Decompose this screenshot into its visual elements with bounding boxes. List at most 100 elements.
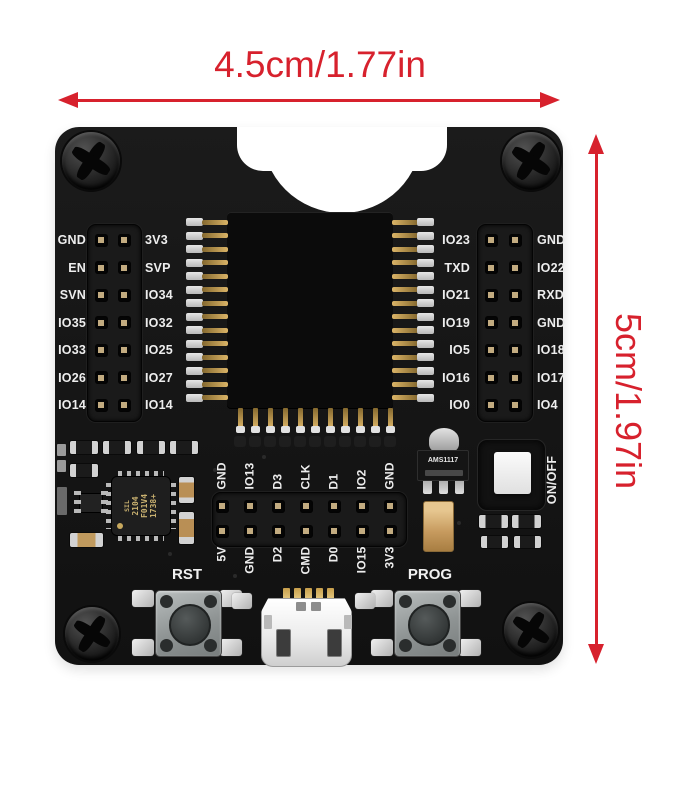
pogo-pin bbox=[267, 408, 273, 428]
pin-label: GND bbox=[57, 233, 86, 247]
board bbox=[55, 127, 563, 665]
header-hole bbox=[94, 398, 108, 412]
pin-base bbox=[339, 436, 351, 447]
pogo-pin-pad bbox=[186, 366, 203, 375]
qfn-pads-top bbox=[118, 471, 164, 477]
pogo-pin bbox=[202, 219, 228, 225]
header-hole bbox=[94, 316, 108, 329]
pin-label: IO21 bbox=[442, 288, 470, 302]
pin-label: 3V3 bbox=[382, 546, 397, 569]
smd-transistor-pads bbox=[101, 491, 108, 515]
pin-label: IO18 bbox=[537, 343, 565, 357]
reset-button bbox=[155, 590, 222, 657]
pogo-pin bbox=[252, 408, 258, 428]
pin-label: SVP bbox=[145, 260, 171, 275]
pogo-pin bbox=[392, 395, 418, 400]
pin-label: D0 bbox=[326, 546, 341, 563]
pogo-pin-pad bbox=[417, 258, 434, 267]
pin-label: IO13 bbox=[242, 462, 257, 490]
pin-label: IO19 bbox=[442, 315, 470, 330]
pogo-pin bbox=[202, 354, 228, 360]
pin-label: IO4 bbox=[537, 398, 558, 412]
pogo-pin bbox=[387, 408, 393, 428]
pin-base bbox=[294, 436, 306, 447]
header-hole bbox=[383, 499, 397, 513]
pogo-pin bbox=[392, 233, 418, 238]
header-hole bbox=[484, 288, 498, 302]
smd-resistor bbox=[170, 441, 198, 454]
solder-pad bbox=[132, 590, 154, 607]
right-pin-header bbox=[477, 224, 533, 422]
pin-base bbox=[309, 436, 321, 447]
smd-part bbox=[57, 460, 66, 472]
pin-label: D1 bbox=[326, 473, 341, 490]
arrowhead-left-icon bbox=[58, 92, 78, 108]
pogo-pin bbox=[202, 381, 228, 387]
width-dimension-line bbox=[76, 99, 540, 102]
regulator-marking-line2 bbox=[425, 470, 463, 476]
via bbox=[233, 574, 237, 578]
pogo-pin-pad bbox=[186, 258, 203, 267]
pin-label: GND bbox=[537, 315, 566, 330]
header-hole bbox=[484, 261, 498, 274]
regulator-marking: AMS1117 bbox=[427, 457, 459, 464]
pogo-pin bbox=[392, 354, 418, 360]
pogo-pin-tip bbox=[235, 426, 245, 433]
pogo-pin-pad bbox=[417, 339, 434, 348]
header-hole bbox=[94, 371, 108, 384]
left-outer-labels: GND EN SVN IO35 IO33 IO26 IO14 bbox=[44, 233, 86, 412]
pin-base bbox=[324, 436, 336, 447]
header-hole bbox=[327, 524, 341, 538]
right-inner-labels: IO23 TXD IO21 IO19 IO5 IO16 IO0 bbox=[426, 233, 470, 412]
solder-pad bbox=[371, 590, 393, 607]
pogo-pin-tip bbox=[370, 426, 380, 433]
pin-label: D2 bbox=[270, 546, 285, 563]
pogo-pin-pad bbox=[186, 353, 203, 361]
pin-label: IO5 bbox=[449, 343, 470, 357]
via bbox=[262, 455, 266, 459]
solder-pad bbox=[132, 639, 154, 656]
pogo-pin bbox=[392, 381, 418, 387]
pin-label: EN bbox=[68, 260, 86, 275]
smd-capacitor bbox=[179, 477, 194, 503]
pin-label: IO22 bbox=[537, 260, 565, 275]
via bbox=[168, 552, 172, 556]
pogo-pin-pad bbox=[186, 326, 203, 334]
pin-label: IO23 bbox=[442, 233, 470, 247]
pogo-pin bbox=[392, 260, 418, 265]
pin-label: IO0 bbox=[449, 398, 470, 412]
pogo-pin-pad bbox=[186, 380, 203, 388]
pogo-pin bbox=[392, 300, 418, 306]
program-button bbox=[394, 590, 461, 657]
pogo-pin-pad bbox=[186, 231, 203, 240]
esp32-test-socket bbox=[227, 212, 393, 409]
pogo-pin-pad bbox=[417, 218, 434, 226]
pogo-pin-pad bbox=[417, 231, 434, 240]
pin-label: SVN bbox=[59, 288, 86, 302]
pogo-pin-pad bbox=[186, 299, 203, 307]
header-hole bbox=[383, 524, 397, 538]
chip-logo: SIL bbox=[123, 500, 131, 512]
smd-resistor bbox=[70, 441, 98, 454]
pogo-pin-pad bbox=[417, 353, 434, 361]
arrowhead-down-icon bbox=[588, 644, 604, 664]
pogo-pin bbox=[202, 314, 228, 319]
pin-label: IO14 bbox=[145, 398, 173, 412]
smd-capacitor bbox=[70, 533, 103, 547]
pogo-pin-pad bbox=[417, 272, 434, 280]
voltage-regulator: AMS1117 bbox=[417, 450, 469, 481]
usb-side-tab bbox=[344, 615, 352, 629]
pogo-pin-pad bbox=[417, 299, 434, 307]
regulator-leg bbox=[439, 479, 448, 494]
header-hole bbox=[508, 398, 522, 412]
pogo-pin bbox=[392, 327, 418, 333]
smd-resistor bbox=[70, 464, 98, 477]
pin-label: RXD bbox=[537, 288, 564, 302]
pcb-notch-curve bbox=[262, 127, 422, 213]
header-hole bbox=[117, 316, 131, 329]
pin-label: GND bbox=[214, 462, 229, 490]
pin-label: CMD bbox=[298, 546, 313, 575]
smd-transistor bbox=[80, 494, 102, 512]
pin-label: IO17 bbox=[537, 370, 565, 385]
regulator-leg bbox=[455, 479, 464, 494]
